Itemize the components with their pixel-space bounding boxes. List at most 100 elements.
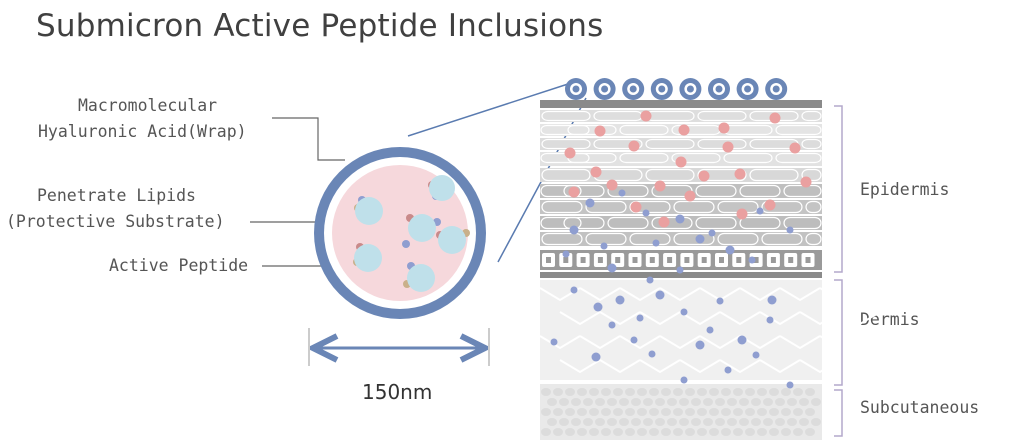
skin-cell xyxy=(805,232,822,246)
fat-cell xyxy=(565,428,575,436)
fat-cell xyxy=(613,408,623,416)
dimension-arrow xyxy=(308,328,490,366)
skin-cell xyxy=(541,168,591,182)
fat-cell xyxy=(553,408,563,416)
dermis-fiber xyxy=(739,287,781,302)
pink-particle xyxy=(722,141,734,153)
fat-cell xyxy=(547,418,557,426)
blue-particle xyxy=(618,189,626,197)
blue-particle xyxy=(695,234,705,244)
blue-particle xyxy=(591,352,601,362)
fat-cell xyxy=(661,428,671,436)
fat-cell xyxy=(667,418,677,426)
dermis-fiber xyxy=(699,335,741,350)
fat-cell xyxy=(709,388,719,396)
skin-cell xyxy=(541,232,583,246)
basal-cell-nucleus xyxy=(563,257,569,263)
surface-particle-core xyxy=(601,85,609,93)
surface-particle-core xyxy=(715,85,723,93)
fat-cell xyxy=(553,388,563,396)
fat-cell xyxy=(799,398,809,406)
skin-cross-section xyxy=(539,78,881,440)
layer-brackets xyxy=(834,105,843,437)
blue-particle xyxy=(767,295,777,305)
skin-cell xyxy=(629,200,671,214)
fat-cell xyxy=(577,428,587,436)
fat-cell xyxy=(691,398,701,406)
skin-surface-line xyxy=(540,100,822,108)
skin-cell xyxy=(673,232,715,246)
fat-cell xyxy=(541,428,551,436)
dermis-fiber xyxy=(779,335,821,350)
fat-cell xyxy=(571,398,581,406)
skin-cell xyxy=(619,152,669,164)
skin-cell xyxy=(783,216,822,230)
fat-cell xyxy=(553,428,563,436)
blue-particles xyxy=(550,189,794,389)
blue-particle xyxy=(569,225,579,235)
fat-cell xyxy=(565,388,575,396)
fat-cell xyxy=(559,398,569,406)
nanoparticle xyxy=(314,147,486,319)
fat-cell xyxy=(793,388,803,396)
blue-particle xyxy=(630,336,638,344)
surface-particle-core xyxy=(629,85,637,93)
pink-particle xyxy=(698,170,710,182)
surface-particle-core xyxy=(658,85,666,93)
dermis-fiber xyxy=(539,335,581,350)
skin-cell xyxy=(540,124,590,136)
dermis-fiber xyxy=(579,335,621,350)
basal-cell-nucleus xyxy=(736,257,742,263)
fat-cell xyxy=(601,408,611,416)
bracket-dermis xyxy=(834,279,843,386)
fat-cell xyxy=(697,428,707,436)
blue-particle xyxy=(752,351,760,359)
surface-particle-core xyxy=(686,85,694,93)
skin-cell xyxy=(593,138,643,150)
skin-cell xyxy=(775,124,822,136)
fat-cell xyxy=(745,388,755,396)
fat-cell xyxy=(727,418,737,426)
basal-cell-nucleus xyxy=(805,257,811,263)
fat-cell xyxy=(721,428,731,436)
fat-cell xyxy=(595,398,605,406)
fat-cell xyxy=(649,428,659,436)
skin-cell xyxy=(563,216,605,230)
basal-cell-nucleus xyxy=(684,257,690,263)
fat-cell xyxy=(787,398,797,406)
fat-cell xyxy=(769,388,779,396)
leader-wrap xyxy=(272,117,345,161)
dermis-fiber xyxy=(619,287,661,302)
fat-cell xyxy=(655,398,665,406)
dermis-fiber xyxy=(659,287,701,302)
blue-particle xyxy=(695,340,705,350)
fat-cell xyxy=(673,388,683,396)
skin-cell xyxy=(801,138,822,150)
skin-cell xyxy=(619,124,669,136)
pink-particle xyxy=(734,168,746,180)
fat-cell xyxy=(769,428,779,436)
label-peptide: Active Peptide xyxy=(109,256,249,275)
skin-cell xyxy=(607,216,649,230)
skin-cell xyxy=(739,216,781,230)
blue-particle xyxy=(636,314,644,322)
surface-particles xyxy=(565,78,788,100)
dermis-fiber xyxy=(739,335,781,350)
fat-cell xyxy=(811,398,821,406)
dermis-fiber xyxy=(799,311,841,326)
pink-particle xyxy=(594,125,606,137)
skin-cell xyxy=(671,152,721,164)
dermis-fibers xyxy=(539,287,881,374)
fat-cell xyxy=(757,388,767,396)
dermis-fiber xyxy=(719,311,761,326)
blue-particle xyxy=(756,207,764,215)
page-title: Submicron Active Peptide Inclusions xyxy=(36,8,604,44)
pink-particle xyxy=(736,208,748,220)
fat-cell xyxy=(619,418,629,426)
blue-particle xyxy=(766,316,774,324)
skin-cell xyxy=(585,200,627,214)
pink-particle xyxy=(764,199,776,211)
label-lipid-line1: Penetrate Lipids xyxy=(37,186,196,205)
skin-cell xyxy=(775,152,822,164)
skin-cell xyxy=(541,200,583,214)
